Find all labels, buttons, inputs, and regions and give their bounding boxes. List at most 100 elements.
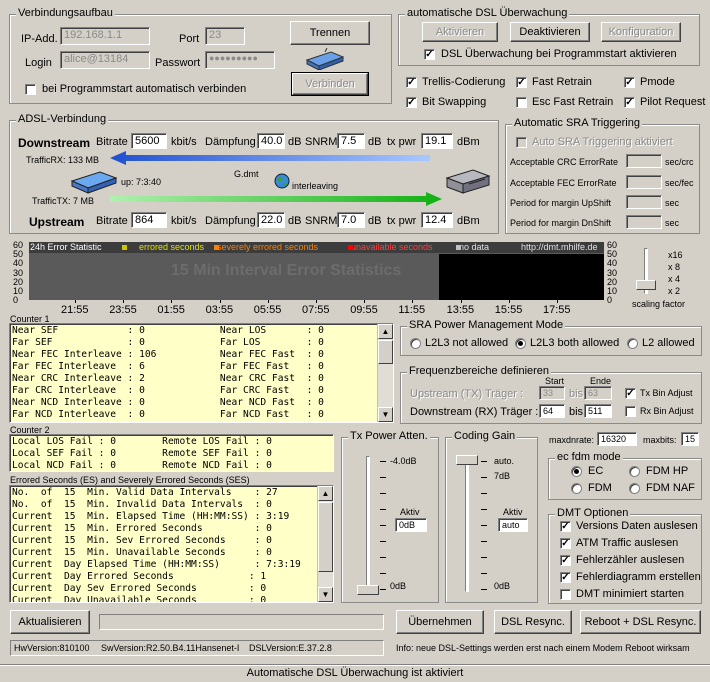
auto-connect-checkbox[interactable]: [25, 84, 36, 95]
password-input[interactable]: ●●●●●●●●●: [205, 51, 275, 69]
pmode-checkbox[interactable]: ✓: [624, 77, 635, 88]
tx-bin-adjust-checkbox[interactable]: ✓: [625, 388, 636, 399]
slider-tick: [481, 525, 487, 526]
scroll-up-arrow[interactable]: ▲: [318, 486, 333, 501]
txatt-aktiv-label: Aktiv: [400, 507, 420, 517]
chart-x-tick-mark: [75, 300, 76, 303]
txatt-knob[interactable]: [357, 585, 379, 595]
pilot-request-label: Pilot Request: [640, 96, 706, 108]
configuration-button[interactable]: Konfiguration: [601, 22, 681, 42]
esc-fast-retrain-checkbox[interactable]: [516, 97, 527, 108]
chart-y-tick: 60: [13, 240, 24, 250]
dsl-resync-button[interactable]: DSL Resync.: [494, 610, 572, 634]
counter1-title: Counter 1: [10, 314, 50, 324]
ip-input[interactable]: 192.168.1.1: [60, 27, 150, 45]
scaling-track[interactable]: [644, 248, 648, 294]
monitor-startup-checkbox[interactable]: ✓: [424, 49, 435, 60]
disconnect-button[interactable]: Trennen: [290, 21, 370, 45]
l2-allowed-radio[interactable]: [627, 338, 638, 349]
down-txpwr-label: tx pwr: [387, 136, 417, 148]
upshift-input[interactable]: [626, 195, 662, 209]
counter1-line: Near SEF : 0 Near LOS : 0: [12, 325, 324, 336]
uptime-label: up: 7:3:40: [121, 177, 162, 187]
pilot-request-checkbox[interactable]: ✓: [624, 97, 635, 108]
upstream-carrier-start[interactable]: 33: [539, 386, 565, 400]
counter1-scrollbar[interactable]: ▲ ▼: [377, 324, 393, 422]
fast-retrain-checkbox[interactable]: ✓: [516, 77, 527, 88]
coding-top: 7dB: [494, 471, 511, 481]
slider-tick: [380, 509, 386, 510]
dsl-monitor-title: automatische DSL Überwachung: [405, 7, 570, 19]
refresh-button[interactable]: Aktualisieren: [10, 610, 90, 634]
fdm-naf-radio[interactable]: [629, 483, 640, 494]
coding-track[interactable]: [465, 456, 469, 592]
fdm-radio[interactable]: [571, 483, 582, 494]
chart-x-tick-mark: [460, 300, 462, 303]
dsl-version: DSLVersion:E.37.2.8: [249, 643, 332, 653]
auto-sra-checkbox[interactable]: [516, 137, 527, 148]
scale-x4: x 4: [668, 274, 681, 284]
rx-bin-adjust-checkbox[interactable]: [625, 406, 636, 417]
chart-x-tick: 15:55: [494, 304, 523, 316]
l2l3-not-allowed-radio[interactable]: [410, 338, 421, 349]
esc-fast-retrain-label: Esc Fast Retrain: [532, 96, 614, 108]
downstream-carrier-start[interactable]: 64: [539, 404, 565, 418]
port-input[interactable]: 23: [205, 27, 245, 45]
maxdnrate-input[interactable]: 16320: [597, 432, 637, 446]
freq-group: Frequenzbereiche definieren: [400, 365, 702, 424]
coding-knob[interactable]: [456, 455, 478, 465]
upstream-carrier-end[interactable]: 63: [584, 386, 612, 400]
interleave-label: interleaving: [292, 181, 339, 191]
chart-nodata-region: [439, 254, 604, 300]
dmt-atm-checkbox[interactable]: ✓: [560, 538, 571, 549]
scroll-thumb[interactable]: [318, 502, 333, 572]
fdm-hp-radio[interactable]: [629, 466, 640, 477]
apply-button[interactable]: Übernehmen: [396, 610, 484, 634]
connection-group: Verbindungsaufbau: [9, 7, 392, 104]
activate-button[interactable]: Aktivieren: [422, 22, 498, 42]
errsec-scrollbar[interactable]: ▲ ▼: [317, 486, 333, 602]
up-txpwr-value: 12.4: [421, 212, 453, 228]
reboot-resync-button[interactable]: Reboot + DSL Resync.: [580, 610, 701, 634]
maxbits-input[interactable]: 15: [681, 432, 699, 446]
dmt-minimized-checkbox[interactable]: [560, 589, 571, 600]
crc-rate-input[interactable]: [626, 154, 662, 168]
l2-allowed-label: L2 allowed: [642, 337, 695, 349]
connect-button[interactable]: Verbinden: [291, 72, 369, 96]
chart-x-tick: 17:55: [543, 304, 571, 316]
legend-severe: severely errored seconds: [217, 242, 319, 252]
txatt-track[interactable]: [366, 456, 370, 592]
deactivate-button[interactable]: Deaktivieren: [510, 22, 590, 42]
ec-radio[interactable]: [571, 466, 582, 477]
bit-swapping-checkbox[interactable]: ✓: [406, 97, 417, 108]
dnshift-input[interactable]: [626, 215, 662, 229]
errsec-line: Current 15 Min. Sev Errored Seconds : 0: [12, 535, 272, 546]
local-modem-icon: [70, 168, 118, 194]
scroll-thumb[interactable]: [378, 340, 393, 364]
l2l3-both-allowed-radio[interactable]: [515, 338, 526, 349]
trellis-checkbox[interactable]: ✓: [406, 77, 417, 88]
dmt-versions-checkbox[interactable]: ✓: [560, 521, 571, 532]
coding-auto: auto.: [494, 456, 515, 466]
chart-x-tick-mark: [412, 300, 414, 303]
slider-tick: [481, 477, 487, 478]
dmt-errchart-checkbox[interactable]: ✓: [560, 572, 571, 583]
chart-x-tick: 07:55: [302, 304, 330, 316]
chart-x-tick-mark: [219, 300, 221, 303]
fec-rate-input[interactable]: [626, 175, 662, 189]
scroll-down-arrow[interactable]: ▼: [378, 407, 393, 422]
downstream-carrier-end[interactable]: 511: [584, 404, 612, 418]
upstream-arrow: [110, 191, 442, 207]
chart-x-tick-mark: [316, 300, 317, 303]
errsec-list[interactable]: No. of 15 Min. Valid Data Intervals : 27…: [9, 485, 334, 603]
dmt-errchart-label: Fehlerdiagramm erstellen: [576, 571, 701, 583]
scroll-up-arrow[interactable]: ▲: [378, 324, 393, 339]
scroll-down-arrow[interactable]: ▼: [318, 587, 333, 602]
dmt-errcount-checkbox[interactable]: ✓: [560, 555, 571, 566]
scaling-thumb[interactable]: [636, 280, 656, 290]
monitor-startup-label: DSL Überwachung bei Programmstart aktivi…: [441, 48, 677, 60]
login-input[interactable]: alice@13184: [60, 51, 150, 69]
scale-x8: x 8: [668, 262, 681, 272]
